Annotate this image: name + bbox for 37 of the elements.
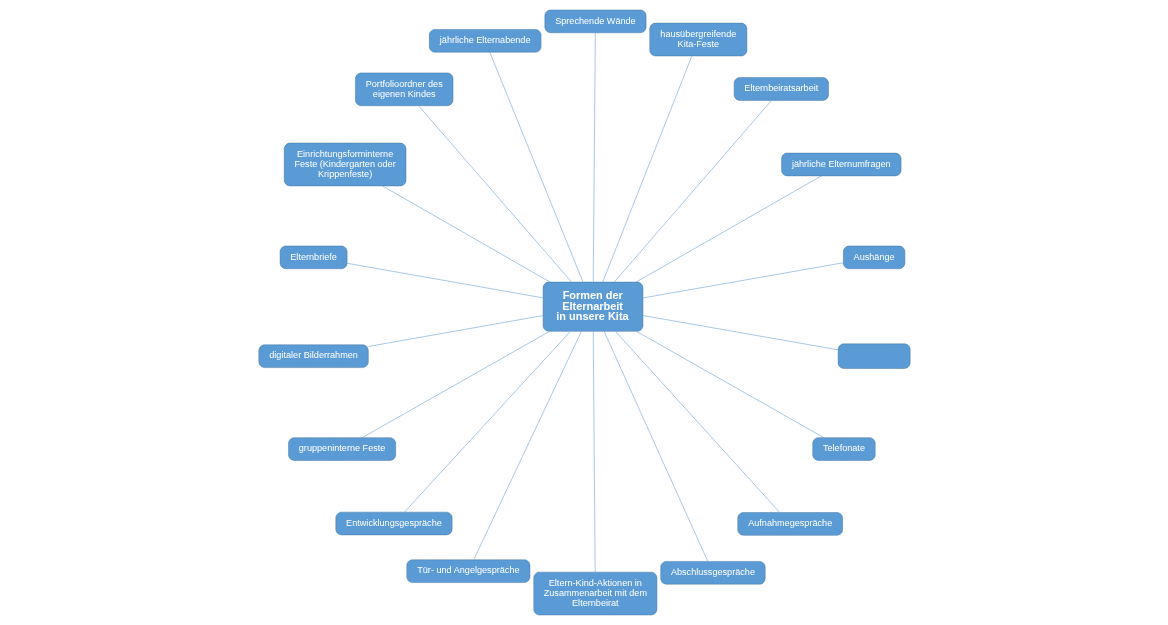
node-box: Portfolioordner des eigenen Kindes xyxy=(354,72,453,106)
connector xyxy=(642,262,843,299)
node-box: Elternbeiratsarbeit xyxy=(733,77,829,101)
connector xyxy=(603,331,708,562)
node-box: Formen der Elternarbeit in unsere Kita xyxy=(542,281,643,332)
node-box: Sprechende Wände xyxy=(544,9,646,33)
node-box: Aufnahmegespräche xyxy=(737,512,843,536)
connector xyxy=(635,331,824,438)
connector xyxy=(489,52,583,283)
connector xyxy=(361,331,550,438)
connector xyxy=(473,331,582,560)
connector xyxy=(381,185,550,283)
connector xyxy=(417,105,572,283)
node-box: Eltern-Kind-Aktionen in Zusammenarbeit mit dem Elternbeirat xyxy=(533,571,657,616)
node-box: Aushänge xyxy=(842,245,905,269)
node-box: Einrichtungsforminterne Feste (Kindergarten oder Krippenfeste) xyxy=(283,142,406,187)
node-box: gruppeninterne Feste xyxy=(287,437,396,461)
node-box: Entwicklungsgespräche xyxy=(335,511,452,536)
connector xyxy=(601,55,692,283)
node-box: digitaler Bilderrahmen xyxy=(258,344,369,368)
connector xyxy=(592,32,596,283)
node-box: Abschlussgespräche xyxy=(659,561,765,585)
node-box: hausübergreifende Kita-Feste xyxy=(649,22,747,57)
connector xyxy=(613,100,772,283)
connector xyxy=(592,331,595,573)
connector xyxy=(614,331,780,513)
node-box: Telefonate xyxy=(812,437,875,461)
connector xyxy=(642,315,838,351)
connector xyxy=(346,263,543,299)
node-box xyxy=(837,343,910,369)
node-box: Tür- und Angelgespräche xyxy=(406,559,530,583)
node-box: jährliche Elternumfragen xyxy=(780,152,901,177)
connector xyxy=(367,315,543,347)
connector xyxy=(635,175,822,283)
connector xyxy=(403,331,571,513)
node-box: Elternbriefe xyxy=(279,245,347,269)
node-box: jährliche Elternabende xyxy=(428,29,541,53)
